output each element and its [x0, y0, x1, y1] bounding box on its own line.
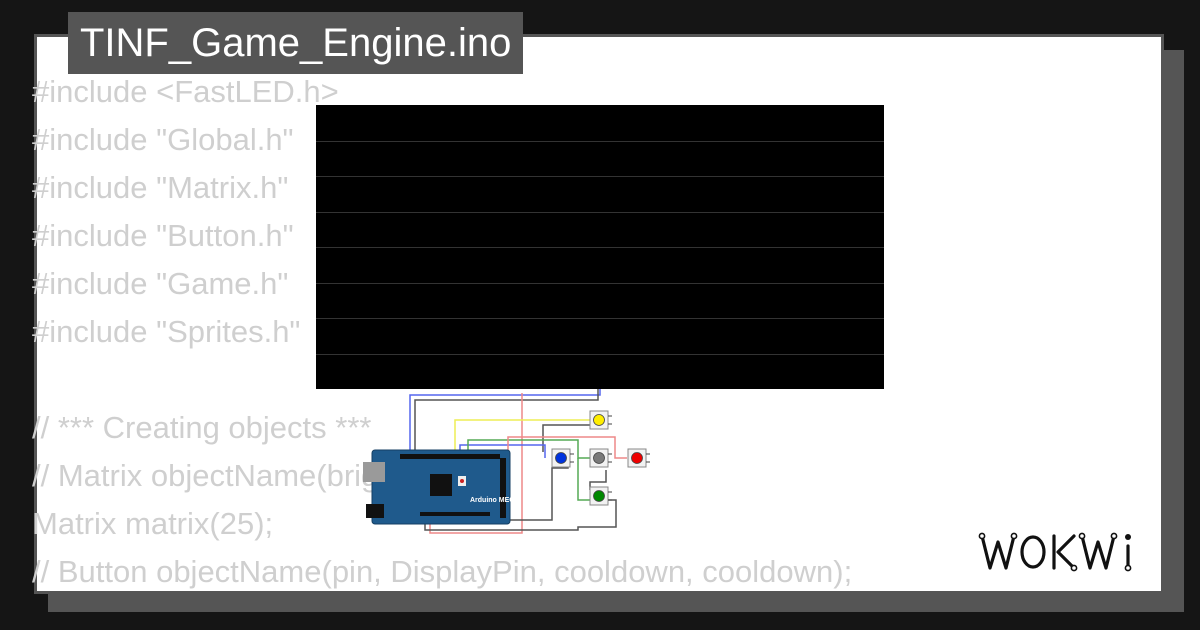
code-line: #include "Button.h" — [32, 218, 294, 253]
usb-port — [363, 462, 385, 482]
matrix-row-divider — [316, 247, 884, 248]
matrix-row-divider — [316, 283, 884, 284]
wire — [424, 499, 617, 531]
wire — [459, 444, 546, 458]
code-line: // *** Creating objects *** — [32, 410, 372, 445]
wire — [429, 393, 523, 534]
wire — [542, 424, 590, 452]
code-line: #include "Matrix.h" — [32, 170, 289, 205]
matrix-row-divider — [316, 176, 884, 177]
button-cap — [593, 452, 605, 464]
wokwi-logo[interactable] — [978, 528, 1150, 576]
wire — [454, 419, 590, 452]
arduino-mega-board[interactable]: Arduino MEGA — [363, 449, 520, 525]
pushbutton-gray[interactable] — [589, 448, 612, 468]
matrix-row-divider — [316, 354, 884, 355]
reset-button-cap — [460, 479, 464, 483]
button-cap — [593, 490, 605, 502]
pushbutton-blue[interactable] — [551, 448, 574, 468]
code-line: #include <FastLED.h> — [32, 74, 339, 109]
matrix-row-divider — [316, 141, 884, 142]
pin-header — [500, 458, 506, 518]
code-line: #include "Sprites.h" — [32, 314, 301, 349]
wire — [577, 458, 590, 501]
wire — [414, 389, 599, 452]
led-matrix[interactable] — [316, 105, 884, 389]
code-line: Matrix matrix(25); — [32, 506, 274, 541]
matrix-row-divider — [316, 318, 884, 319]
button-cap — [631, 452, 643, 464]
button-cap — [593, 414, 605, 426]
wire — [589, 470, 607, 490]
code-line: #include "Global.h" — [32, 122, 294, 157]
pushbutton-yellow[interactable] — [589, 410, 612, 430]
matrix-row-divider — [316, 212, 884, 213]
microcontroller-chip — [430, 474, 452, 496]
code-line: // Button objectName(pin, DisplayPin, co… — [32, 554, 853, 589]
code-line: #include "Game.h" — [32, 266, 289, 301]
board-label: Arduino MEGA — [470, 497, 520, 504]
pushbutton-red[interactable] — [627, 448, 650, 468]
project-title[interactable]: TINF_Game_Engine.ino — [68, 12, 524, 74]
button-cap — [555, 452, 567, 464]
wire — [467, 439, 590, 459]
pushbutton-green[interactable] — [589, 486, 612, 506]
power-jack — [366, 504, 384, 518]
wire — [507, 436, 627, 459]
wire — [409, 389, 601, 452]
pin-header — [420, 512, 490, 516]
pin-header — [400, 454, 500, 459]
